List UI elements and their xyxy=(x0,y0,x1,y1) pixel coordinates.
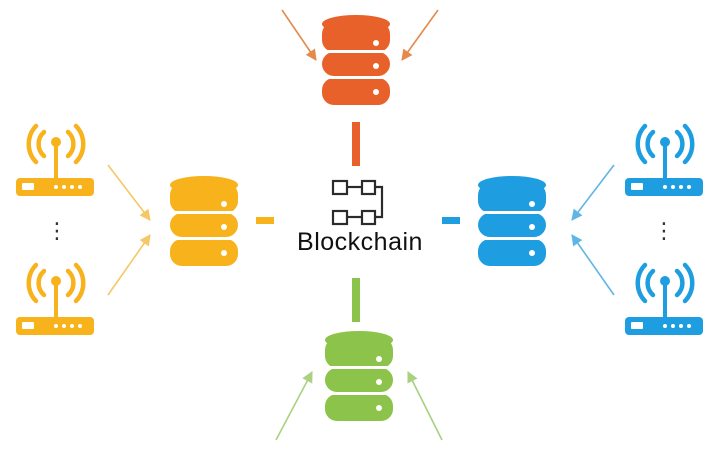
top-arrows xyxy=(281,9,439,61)
bottom-arrows xyxy=(275,370,443,441)
arrow xyxy=(107,234,151,296)
blockchain-label: Blockchain xyxy=(297,228,423,256)
wifi-router-icon xyxy=(625,123,703,196)
connector-top xyxy=(352,122,360,166)
connector-bottom xyxy=(352,278,360,322)
database-icon xyxy=(478,176,546,266)
arrow xyxy=(401,9,439,61)
ellipsis-right: ⋮ xyxy=(653,219,675,244)
connector-right xyxy=(442,217,460,224)
wifi-router-icon xyxy=(16,123,94,196)
ellipsis-left: ⋮ xyxy=(46,219,68,244)
wifi-router-icon xyxy=(16,262,94,335)
right-arrows xyxy=(571,164,615,296)
blockchain-icon xyxy=(331,179,384,226)
database-icon xyxy=(170,176,238,266)
arrow xyxy=(571,164,615,221)
database-icon xyxy=(325,331,393,421)
wifi-router-icon xyxy=(625,262,703,335)
database-icon xyxy=(322,15,390,105)
left-arrows xyxy=(107,164,151,296)
arrow xyxy=(281,9,317,61)
arrow xyxy=(275,371,313,441)
arrow xyxy=(107,164,151,221)
connector-left xyxy=(256,217,274,224)
arrow xyxy=(407,370,443,441)
arrow xyxy=(571,234,615,296)
